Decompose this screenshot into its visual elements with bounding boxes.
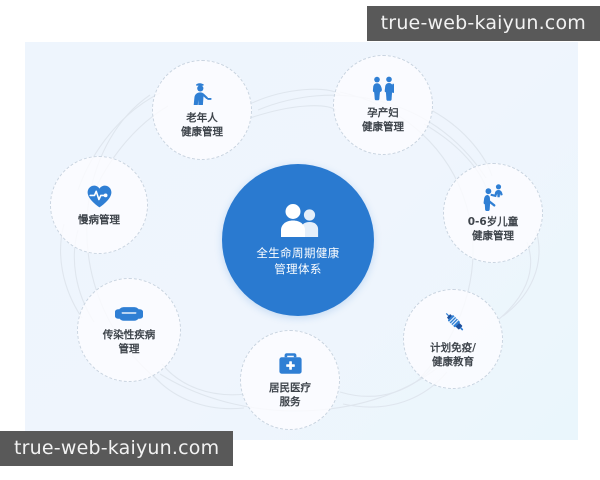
node-child-label-line2: 健康管理 bbox=[471, 230, 514, 242]
node-chronic-label: 慢病管理 bbox=[78, 213, 120, 227]
node-elderly-label: 老年人 健康管理 bbox=[181, 111, 223, 139]
node-immunization-label-line1: 计划免疫/ bbox=[430, 342, 476, 354]
face-mask-icon bbox=[115, 307, 143, 321]
node-immunization-health-education[interactable]: 计划免疫/ 健康教育 bbox=[403, 289, 503, 389]
node-elderly-label-line2: 健康管理 bbox=[181, 126, 223, 138]
node-infectious-label: 传染性疾病 管理 bbox=[103, 328, 156, 356]
node-child-health-management[interactable]: 0-6岁儿童 健康管理 bbox=[443, 163, 543, 263]
center-hub[interactable]: 全生命周期健康 管理体系 bbox=[222, 164, 374, 316]
node-resident-label-line2: 服务 bbox=[279, 396, 301, 408]
node-elderly-health-management[interactable]: 老年人 健康管理 bbox=[152, 60, 252, 160]
adult-lifting-child-icon bbox=[483, 184, 503, 211]
node-infectious-label-line2: 管理 bbox=[118, 343, 140, 355]
center-hub-label-line1: 全生命周期健康 bbox=[256, 246, 340, 260]
node-maternal-label-line1: 孕产妇 bbox=[367, 107, 399, 119]
node-maternal-label: 孕产妇 健康管理 bbox=[362, 106, 404, 134]
two-people-icon bbox=[281, 204, 319, 237]
node-infectious-label-line1: 传染性疾病 bbox=[102, 329, 156, 341]
heart-pulse-icon bbox=[87, 185, 111, 207]
node-chronic-label-line1: 慢病管理 bbox=[78, 213, 120, 226]
center-hub-label-line2: 管理体系 bbox=[274, 262, 322, 276]
node-child-label: 0-6岁儿童 健康管理 bbox=[468, 215, 518, 243]
elderly-person-icon bbox=[193, 83, 212, 105]
node-resident-label-line1: 居民医疗 bbox=[269, 382, 311, 394]
center-hub-label: 全生命周期健康 管理体系 bbox=[256, 245, 339, 277]
watermark-bottom: true-web-kaiyun.com bbox=[0, 431, 234, 466]
node-child-label-line1: 0-6岁儿童 bbox=[467, 216, 519, 228]
watermark-top: true-web-kaiyun.com bbox=[366, 6, 600, 41]
node-resident-medical-service[interactable]: 居民医疗 服务 bbox=[240, 330, 340, 430]
node-resident-label: 居民医疗 服务 bbox=[269, 381, 311, 409]
syringe-icon bbox=[445, 313, 464, 331]
node-maternal-health-management[interactable]: 孕产妇 健康管理 bbox=[333, 55, 433, 155]
node-maternal-label-line2: 健康管理 bbox=[362, 121, 404, 133]
pregnant-couple-icon bbox=[372, 76, 394, 101]
node-immunization-label-line2: 健康教育 bbox=[432, 356, 474, 368]
node-chronic-disease-management[interactable]: 慢病管理 bbox=[50, 156, 148, 254]
node-elderly-label-line1: 老年人 bbox=[186, 112, 218, 124]
node-immunization-label: 计划免疫/ 健康教育 bbox=[430, 341, 476, 369]
node-infectious-disease-management[interactable]: 传染性疾病 管理 bbox=[77, 278, 181, 382]
medical-kit-icon bbox=[278, 353, 302, 374]
